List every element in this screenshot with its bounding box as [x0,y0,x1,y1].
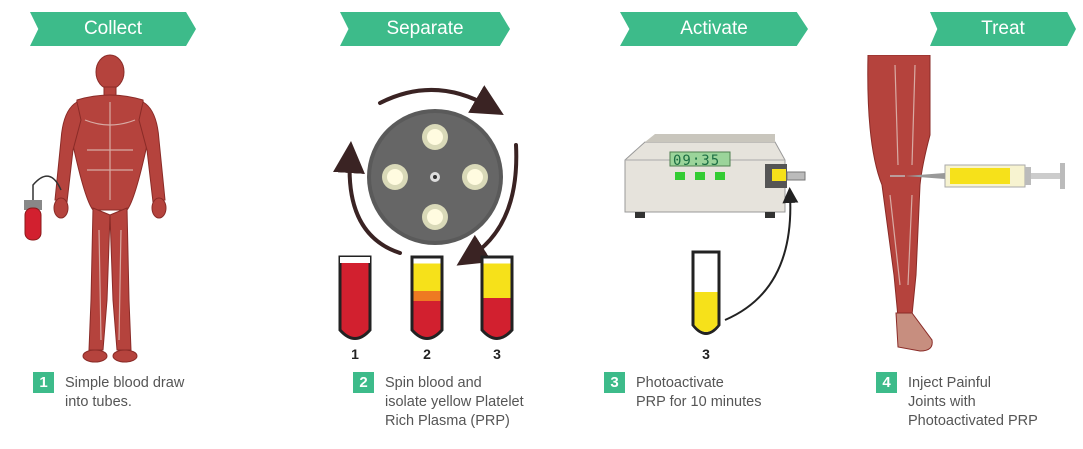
blood-draw-line [32,175,62,205]
step-number-badge: 3 [604,372,625,393]
stage-banner-activate: Activate [620,12,808,46]
activate-illustration [624,134,806,335]
test-tube-1 [338,255,372,340]
test-tube-3 [480,255,514,340]
photoactivation-device-icon [624,134,806,218]
collect-illustration [24,54,167,363]
step-description: Simple blood draw into tubes. [65,375,185,410]
prp-tube-icon [691,250,721,335]
syringe-icon [890,163,1065,189]
centrifuge-icon [367,109,503,245]
stage-banner-collect: Collect [30,12,196,46]
step-description: Inject Painful Joints with Photoactivate… [908,375,1038,429]
tube-label-activate: 3 [702,346,710,362]
tube-label-2: 2 [423,346,431,362]
muscle-body-figure [53,54,167,363]
stage-banner-treat: Treat [930,12,1076,46]
test-tube-2 [410,255,444,340]
stage-banner-separate: Separate [340,12,510,46]
treat-illustration [867,55,1065,352]
step-number-badge: 4 [876,372,897,393]
tube-label-1: 1 [351,346,359,362]
blood-tube-icon [24,200,42,241]
device-display-readout: 09:35 [673,153,721,169]
step-description: Spin blood and isolate yellow Platelet R… [385,375,524,429]
rotation-arrows [333,85,519,266]
muscle-leg-figure [867,55,933,352]
step-number-badge: 1 [33,372,54,393]
tube-label-3: 3 [493,346,501,362]
separate-illustration [333,85,519,340]
step-number-badge: 2 [353,372,374,393]
activation-arrow [724,187,799,321]
step-description: Photoactivate PRP for 10 minutes [636,375,762,410]
